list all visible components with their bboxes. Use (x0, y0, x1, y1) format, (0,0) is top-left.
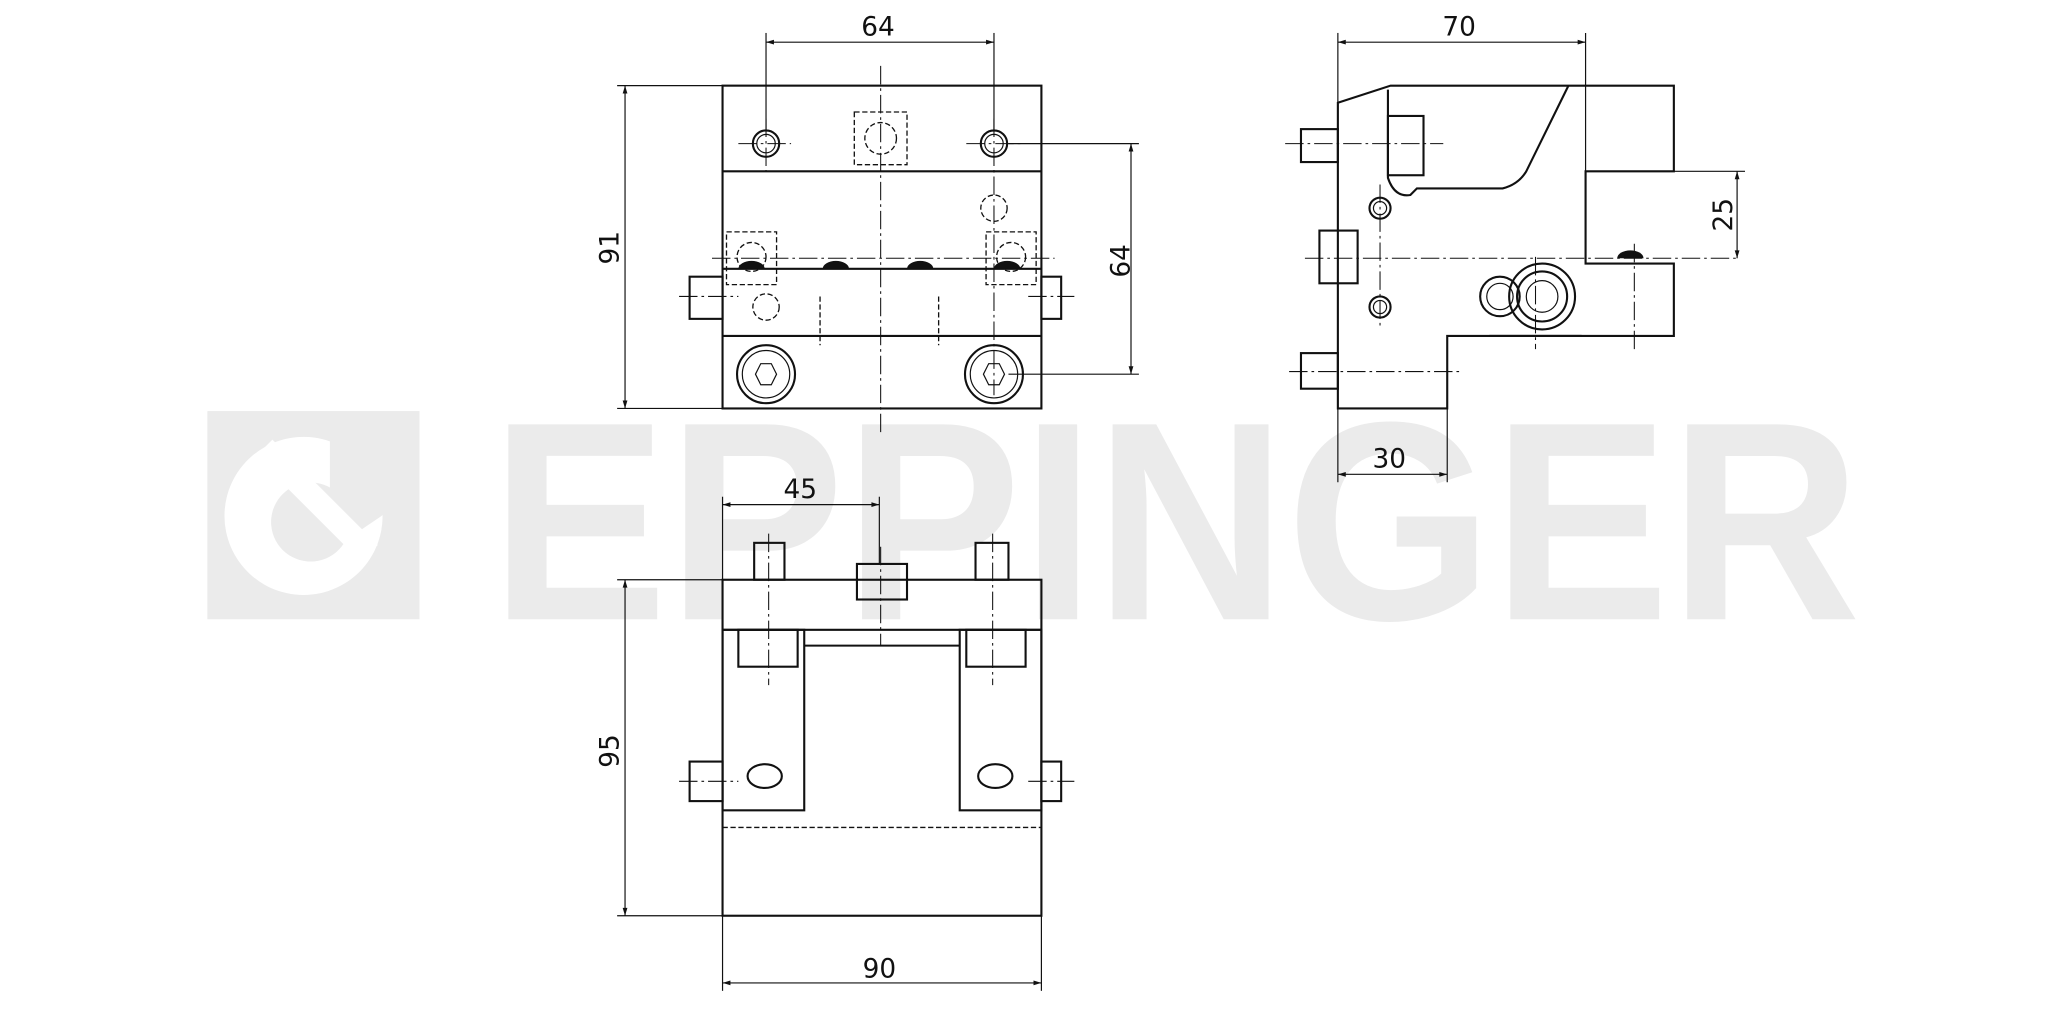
watermark-text: EPPINGER (491, 364, 1861, 680)
dim-front-height: 91 (595, 231, 625, 265)
dim-side-depth: 70 (1442, 13, 1476, 43)
dim-bottom-height: 95 (595, 734, 625, 768)
dim-side-step: 30 (1372, 445, 1406, 475)
eppinger-watermark: EPPINGER (207, 364, 1861, 680)
dim-front-vertical-spacing: 64 (1107, 244, 1137, 278)
dim-bottom-width: 90 (863, 955, 897, 985)
dim-side-slot-offset: 25 (1709, 198, 1739, 232)
dim-bottom-center-offset: 45 (784, 475, 818, 505)
side-view: 70 25 30 (1285, 13, 1746, 483)
bottom-view: 45 95 90 (595, 475, 1075, 991)
dim-front-hole-spacing: 64 (861, 13, 895, 43)
front-view: 64 91 64 (595, 13, 1139, 435)
